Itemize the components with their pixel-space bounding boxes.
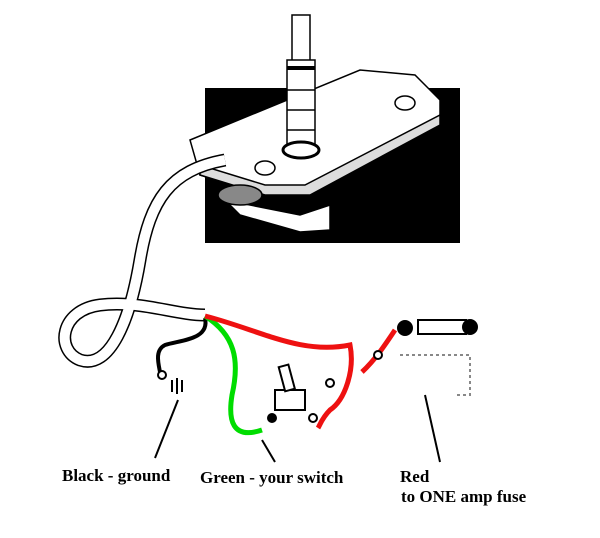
red-pointer bbox=[424, 394, 441, 463]
red-wire bbox=[204, 313, 354, 430]
green-switch-label: Green - your switch bbox=[200, 468, 344, 487]
wiper-shaft bbox=[281, 14, 321, 160]
green-pointer bbox=[261, 439, 276, 463]
black-ground-label: Black - ground bbox=[62, 466, 171, 485]
fuse-holder bbox=[397, 319, 478, 396]
green-wire bbox=[203, 313, 263, 435]
fuse-label: to ONE amp fuse bbox=[401, 487, 527, 506]
black-pointer bbox=[154, 399, 179, 459]
red-label: Red bbox=[400, 467, 430, 486]
ground-terminal bbox=[157, 370, 183, 394]
black-wire bbox=[156, 317, 208, 373]
toggle-switch bbox=[267, 350, 383, 423]
